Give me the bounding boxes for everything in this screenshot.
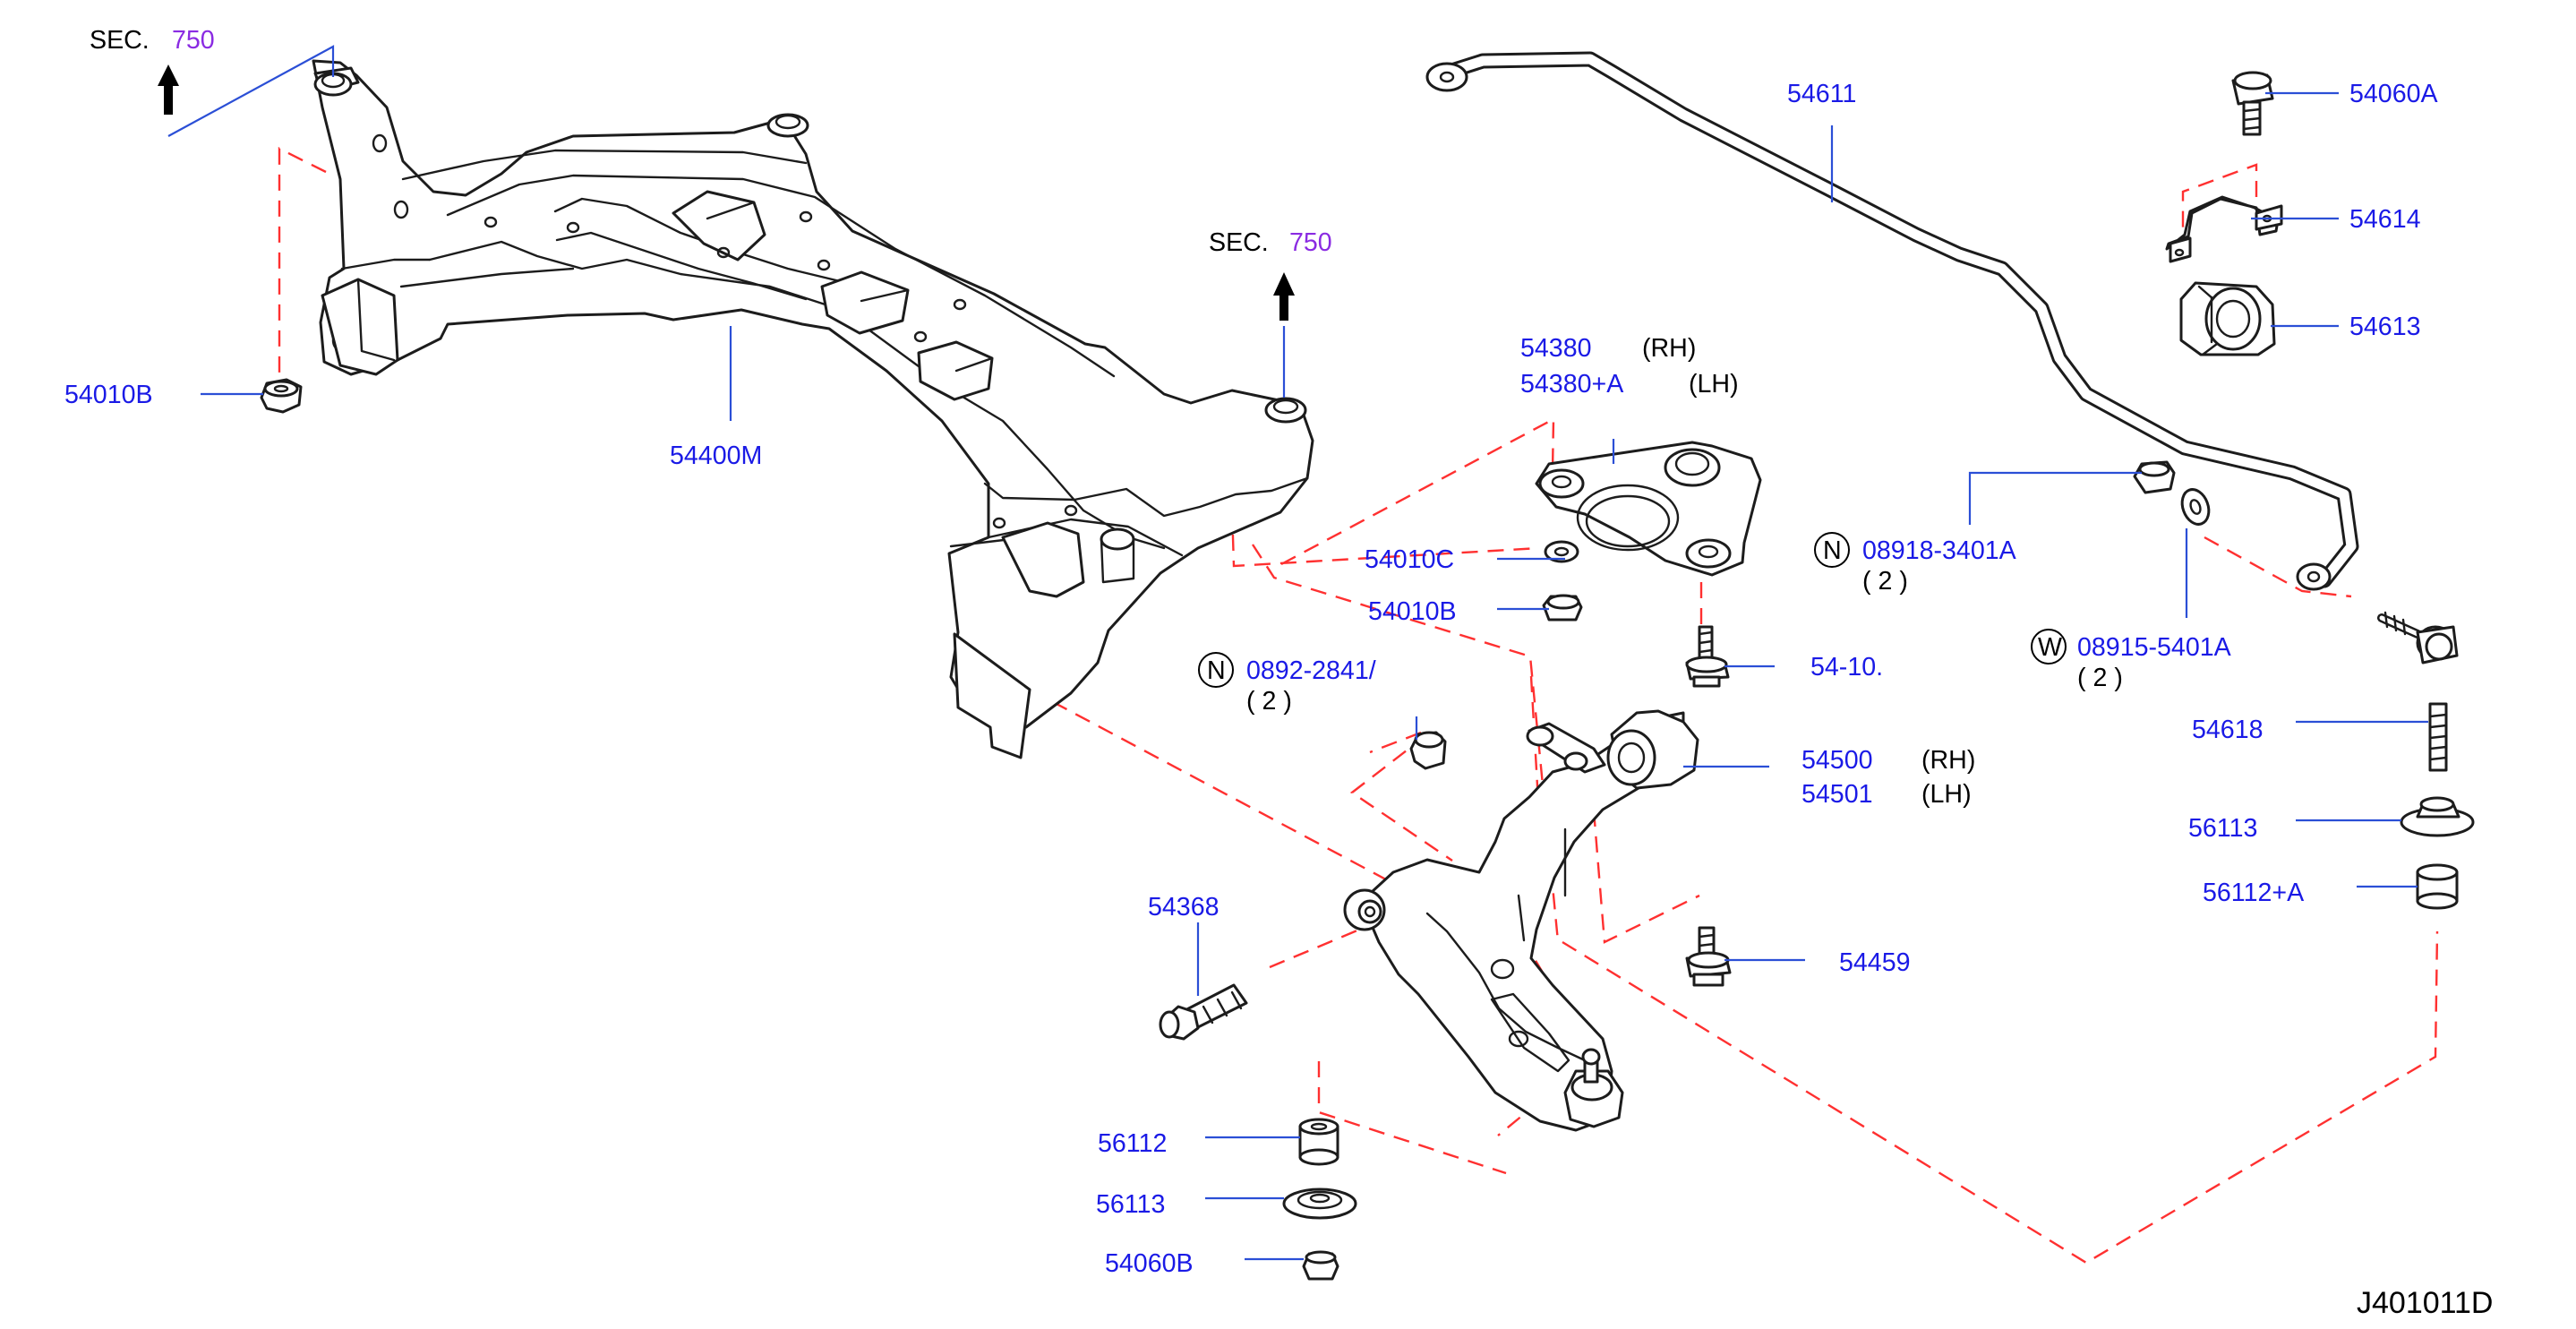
svg-text:W: W — [2038, 633, 2062, 662]
nut-54010b-right — [1542, 594, 1583, 622]
section-ref-number: 750 — [172, 26, 215, 55]
label-54060a: 54060A — [2349, 80, 2439, 108]
bolt-54368 — [1159, 983, 1248, 1041]
mounting-bracket-54380 — [1535, 441, 1762, 577]
nut-0892 — [1409, 731, 1447, 770]
label-54613: 54613 — [2349, 313, 2421, 341]
label-54010c: 54010C — [1365, 545, 1454, 574]
bolt-54060a — [2231, 71, 2274, 136]
nut-54010b-left — [260, 378, 303, 414]
label-08918: 08918-3401A — [1862, 536, 2017, 565]
section-ref-middle: SEC. 750 — [1209, 228, 1332, 257]
svg-text:N: N — [1823, 536, 1842, 565]
label-54500-rh: (RH) — [1921, 746, 1975, 775]
label-54400m: 54400M — [670, 442, 762, 470]
label-54611: 54611 — [1787, 80, 1856, 108]
label-54501: 54501 — [1801, 780, 1873, 809]
nut-08918 — [2133, 460, 2176, 494]
svg-text:N: N — [1207, 656, 1226, 685]
section-ref-prefix: SEC. — [1209, 228, 1269, 257]
label-54010b-left: 54010B — [64, 381, 153, 409]
insulator-56113-right — [2400, 796, 2475, 837]
label-0892-qty: ( 2 ) — [1246, 687, 1292, 716]
circled-n-symbol: N — [1198, 652, 1234, 688]
label-54459: 54459 — [1839, 948, 1911, 977]
section-ref-prefix: SEC. — [90, 26, 150, 55]
leader-lines — [167, 45, 2428, 1261]
label-54010b-right: 54010B — [1368, 597, 1457, 626]
circled-n-symbol: N — [1814, 532, 1850, 568]
circled-w-symbol: W — [2031, 629, 2067, 664]
up-arrow-icon — [158, 64, 179, 115]
label-56112: 56112 — [1098, 1129, 1167, 1158]
label-54368: 54368 — [1148, 893, 1220, 922]
stabilizer-link-54618 — [2377, 611, 2459, 772]
label-56113-left: 56113 — [1096, 1190, 1165, 1219]
nut-54060b — [1302, 1250, 1339, 1281]
label-54110: 54-10. — [1810, 653, 1883, 682]
washer-54010c — [1544, 540, 1579, 563]
label-54060b: 54060B — [1105, 1249, 1194, 1278]
stabilizer-bar — [1425, 51, 2359, 591]
label-54500: 54500 — [1801, 746, 1873, 775]
label-54380-rh: (RH) — [1642, 334, 1696, 363]
label-54380: 54380 — [1520, 334, 1592, 363]
alignment-guides — [278, 147, 2439, 1265]
label-54614: 54614 — [2349, 205, 2421, 234]
label-08915: 08915-5401A — [2077, 633, 2232, 662]
bushing-56112a — [2416, 863, 2459, 910]
label-0892: 0892-2841/ — [1246, 656, 1376, 685]
label-08918-qty: ( 2 ) — [1862, 567, 1908, 596]
front-suspension-member — [312, 59, 1314, 759]
bolt-54110 — [1685, 625, 1730, 688]
label-56112a: 56112+A — [2203, 879, 2305, 907]
drawing-number: J401011D — [2357, 1286, 2494, 1320]
up-arrow-icon — [1273, 272, 1295, 321]
label-54380a-lh: (LH) — [1689, 370, 1739, 399]
section-ref-number: 750 — [1289, 228, 1332, 257]
label-56113-right: 56113 — [2188, 814, 2257, 843]
insulator-56113-left — [1282, 1188, 1357, 1220]
label-54618: 54618 — [2192, 716, 2264, 744]
label-08915-qty: ( 2 ) — [2077, 664, 2123, 692]
bushing-54613 — [2179, 281, 2276, 356]
clamp-54614 — [2165, 195, 2283, 263]
section-ref-top-left: SEC. 750 — [90, 26, 215, 55]
washer-08915 — [2180, 488, 2211, 526]
label-54501-lh: (LH) — [1921, 780, 1972, 809]
bolt-54459 — [1685, 926, 1732, 987]
label-masks — [1209, 647, 1893, 679]
bushing-56112 — [1298, 1118, 1339, 1166]
label-54380a: 54380+A — [1520, 370, 1624, 399]
lower-control-arm — [1343, 709, 1699, 1132]
